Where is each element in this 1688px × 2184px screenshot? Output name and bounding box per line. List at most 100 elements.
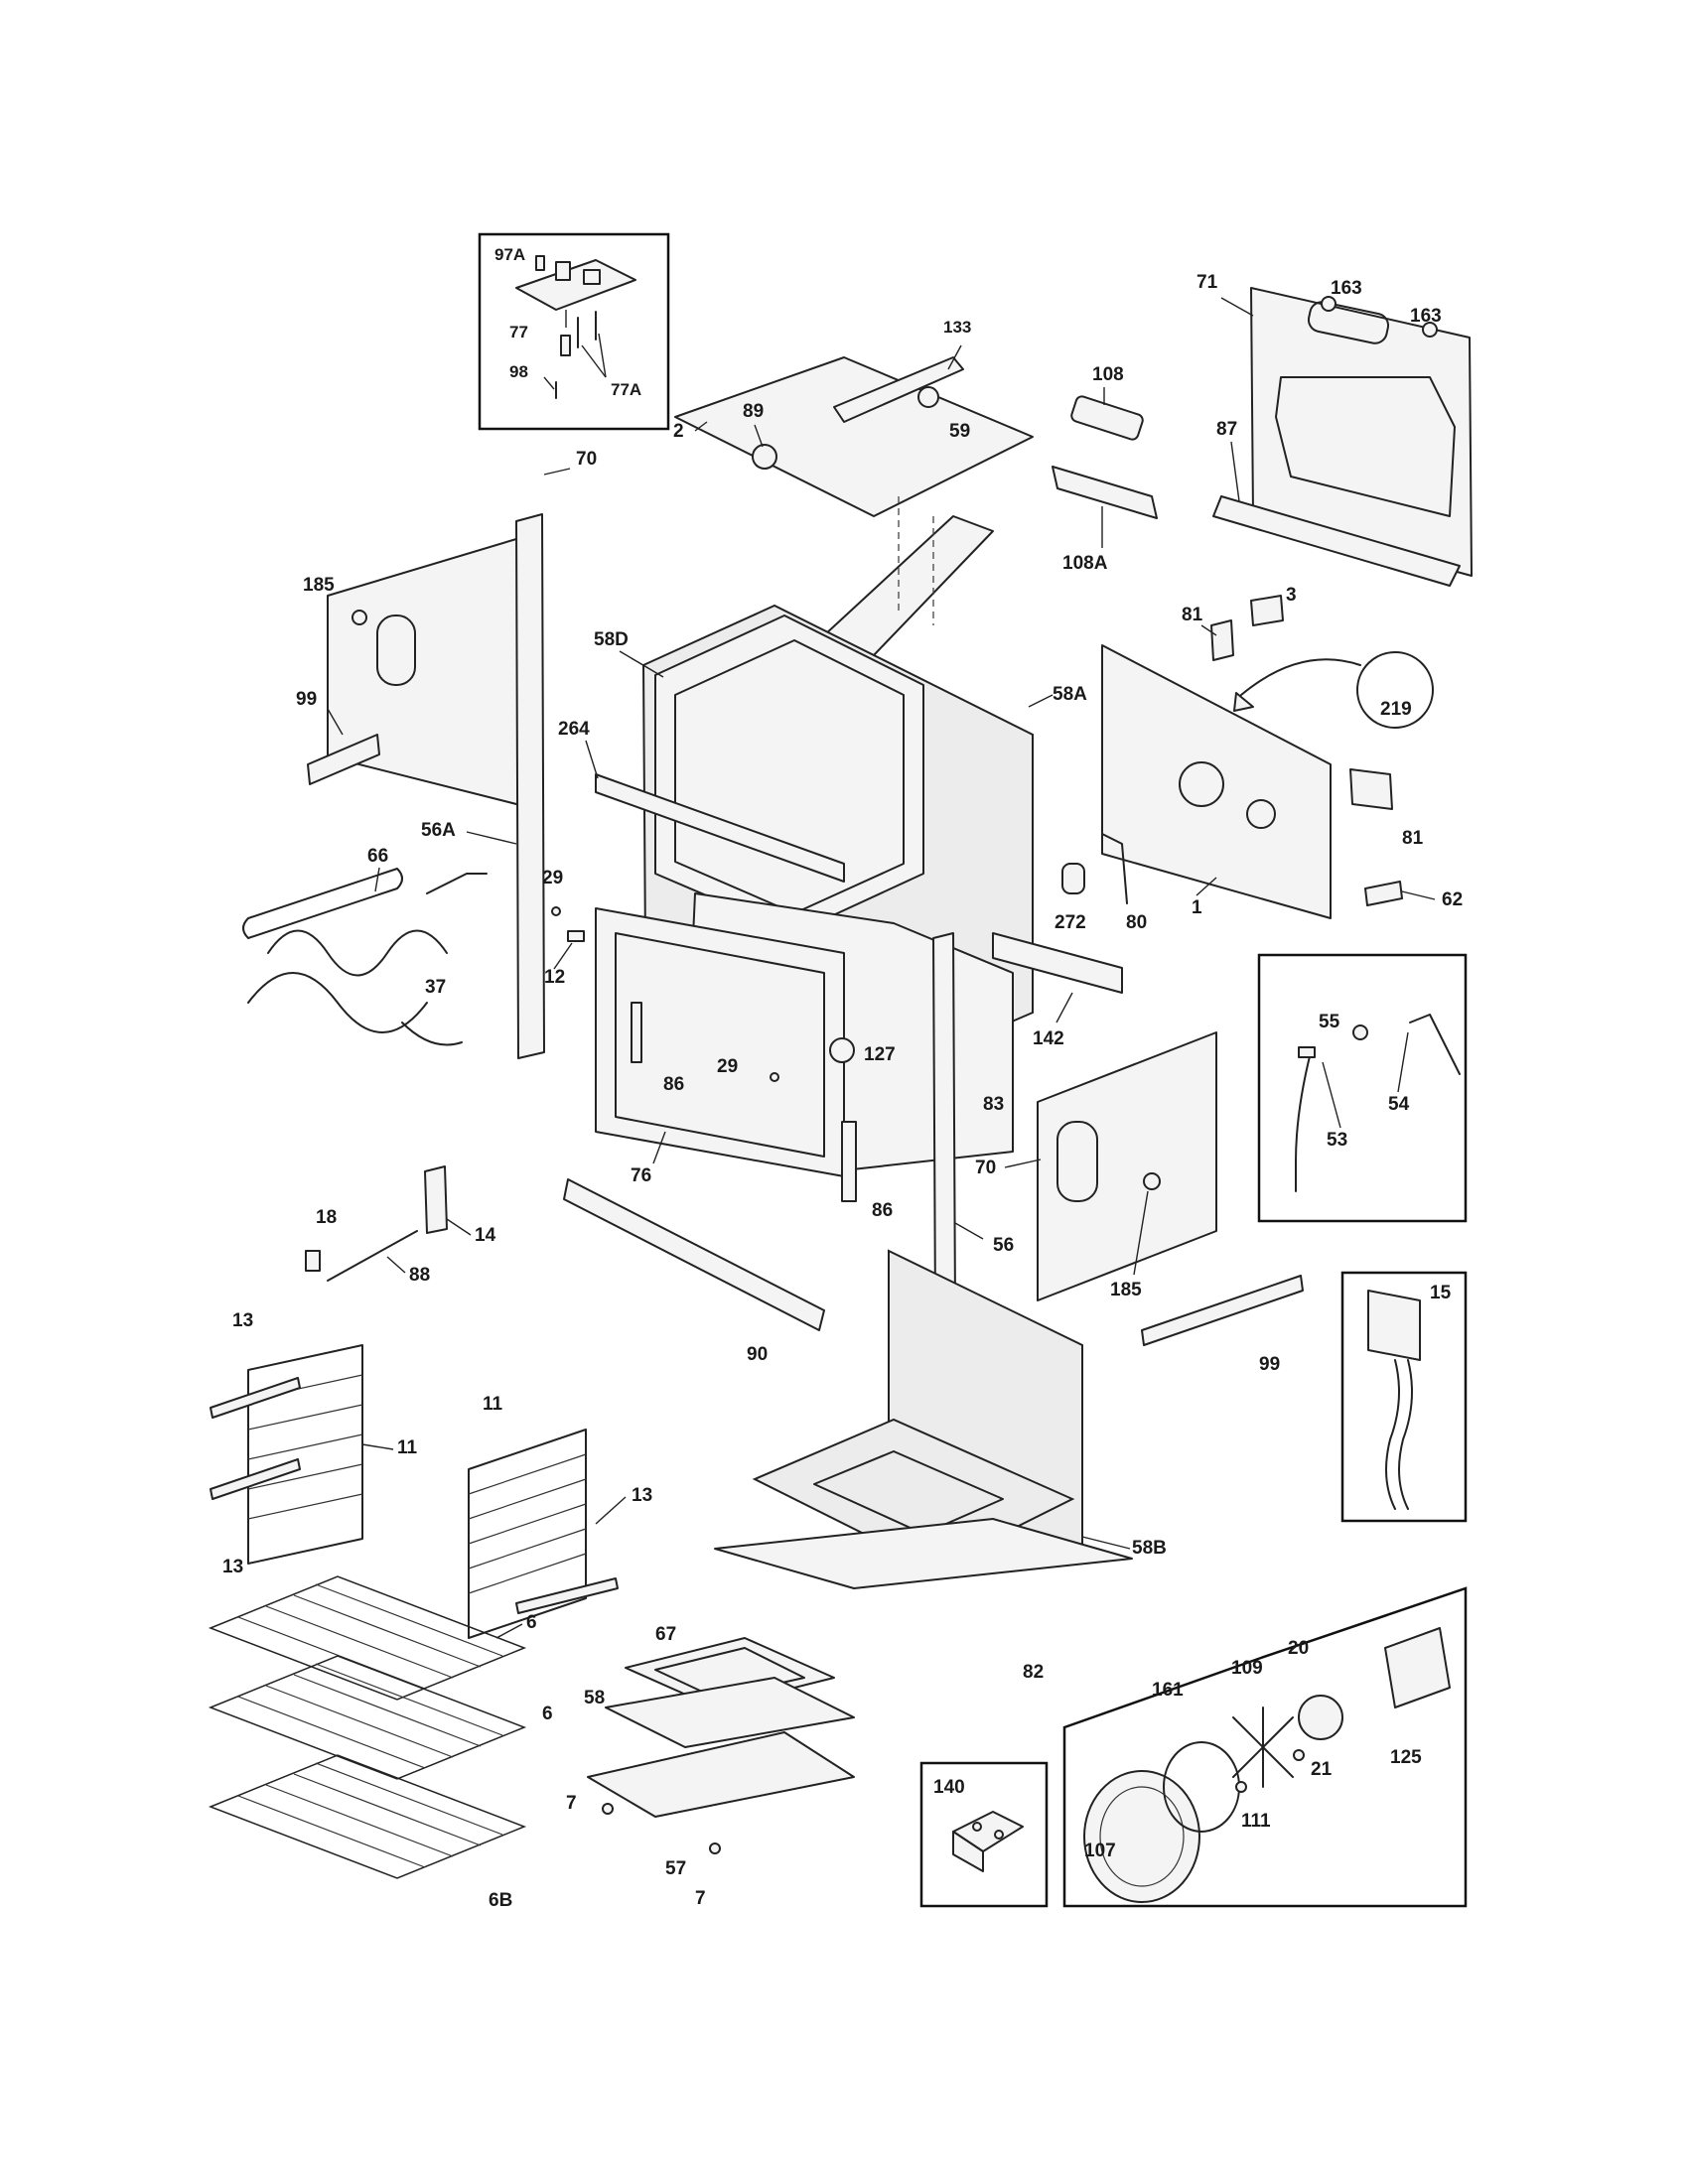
label-58D: 58D <box>594 629 629 650</box>
label-161: 161 <box>1152 1680 1184 1701</box>
bracket-inset: 140 <box>919 1761 1049 1908</box>
label-18: 18 <box>316 1207 337 1228</box>
label-163a: 163 <box>1331 278 1362 299</box>
rear-panel-assembly: 81 3 219 81 62 272 80 1 <box>1055 585 1463 933</box>
label-29a: 29 <box>542 868 563 888</box>
label-67: 67 <box>655 1624 676 1645</box>
bracket-81-top <box>1210 619 1234 661</box>
label-21: 21 <box>1311 1759 1333 1780</box>
rack-support-right <box>468 1429 619 1639</box>
label-88: 88 <box>409 1265 430 1286</box>
side-panel-70-right <box>1037 1031 1217 1301</box>
label-87: 87 <box>1216 419 1237 440</box>
vent-trim-264 <box>595 773 845 883</box>
label-11a: 11 <box>397 1437 418 1458</box>
label-12: 12 <box>544 967 565 988</box>
label-11b: 11 <box>483 1394 503 1415</box>
inset-box-relay <box>1340 1271 1468 1523</box>
cover-58 <box>605 1677 855 1748</box>
label-57: 57 <box>665 1858 686 1879</box>
label-219: 219 <box>1380 699 1412 720</box>
screw-7b <box>709 1843 721 1854</box>
label-76: 76 <box>631 1165 651 1186</box>
left-side-panel-assembly: 185 70 99 56A <box>296 449 597 1059</box>
inset-box-97A <box>478 232 670 431</box>
label-55: 55 <box>1319 1012 1340 1032</box>
convection-fan-inset: 20 109 161 21 125 111 107 <box>1062 1586 1468 1908</box>
bracket-99-left <box>307 734 380 785</box>
sensor-53 <box>1295 1051 1312 1192</box>
bracket-81-right <box>1349 768 1393 810</box>
rack-guide-13b <box>210 1458 301 1500</box>
nut-185-right <box>1143 1172 1161 1190</box>
label-86a: 86 <box>663 1074 684 1095</box>
label-58: 58 <box>584 1688 605 1708</box>
washer-21 <box>1293 1749 1305 1761</box>
label-59: 59 <box>949 421 970 442</box>
spacer-272 <box>1061 863 1085 894</box>
switch-89 <box>752 444 777 470</box>
label-7b: 7 <box>695 1888 706 1909</box>
label-97A: 97A <box>494 245 525 264</box>
nut-163b <box>1422 322 1438 338</box>
rear-cover-71 <box>1250 287 1473 577</box>
label-58A: 58A <box>1053 684 1087 705</box>
label-56A: 56A <box>421 820 456 841</box>
sensor-inset: 55 54 53 <box>1257 953 1468 1223</box>
relay-15 <box>1367 1290 1421 1361</box>
label-108A: 108A <box>1062 553 1108 574</box>
oven-rack-6a <box>208 1575 527 1701</box>
top-plate-2 <box>674 356 1034 517</box>
label-80: 80 <box>1126 912 1147 933</box>
bake-element-assembly: 67 58 57 7 7 <box>566 1624 855 1909</box>
label-107: 107 <box>1084 1841 1116 1861</box>
fan-blade-109 <box>1232 1706 1294 1788</box>
fan-cover-107 <box>1083 1770 1200 1903</box>
callout-219 <box>1356 651 1434 729</box>
control-board <box>515 259 636 311</box>
nut-55 <box>1352 1024 1368 1040</box>
door-lock-assembly: 108 108A <box>1052 364 1158 574</box>
broil-element-66 <box>242 868 403 939</box>
label-272: 272 <box>1055 912 1086 933</box>
label-185b: 185 <box>1110 1280 1142 1300</box>
label-6a: 6 <box>526 1612 537 1633</box>
relay-inset: 15 <box>1340 1271 1468 1523</box>
label-89: 89 <box>743 401 764 422</box>
oven-rack-6B <box>208 1754 527 1879</box>
label-66: 66 <box>367 846 388 867</box>
base-pan-82 <box>714 1518 1133 1589</box>
standoff-77A <box>577 311 597 348</box>
latch-108 <box>1070 395 1144 441</box>
label-70a: 70 <box>576 449 597 470</box>
small-hardware: 29 12 <box>542 868 585 988</box>
label-70b: 70 <box>975 1158 996 1178</box>
label-98: 98 <box>509 362 528 381</box>
label-77: 77 <box>509 323 528 341</box>
trim-142 <box>992 932 1123 994</box>
screw-29b <box>770 1072 779 1082</box>
bracket-99-right <box>1141 1275 1304 1346</box>
label-2: 2 <box>673 421 684 442</box>
label-99b: 99 <box>1259 1354 1280 1375</box>
label-81a: 81 <box>1182 605 1203 625</box>
label-37: 37 <box>425 977 446 998</box>
label-13b: 13 <box>632 1485 652 1506</box>
label-163b: 163 <box>1410 306 1442 327</box>
label-108: 108 <box>1092 364 1124 385</box>
fan-motor-125 <box>1384 1627 1451 1708</box>
screw-29a <box>551 906 561 916</box>
nut-163a <box>1321 296 1336 312</box>
label-142: 142 <box>1033 1028 1064 1049</box>
standoff-77 <box>560 335 571 356</box>
label-13a: 13 <box>232 1310 253 1331</box>
label-53: 53 <box>1327 1130 1347 1151</box>
bracket-80 <box>1101 833 1128 904</box>
disc-20 <box>1298 1695 1343 1740</box>
screw-7a <box>602 1803 614 1815</box>
label-83: 83 <box>983 1094 1004 1115</box>
label-82: 82 <box>1023 1662 1044 1683</box>
channel-56A <box>515 513 545 1059</box>
door-liner-assembly: 29 127 86 86 76 142 83 56 <box>595 907 1123 1316</box>
